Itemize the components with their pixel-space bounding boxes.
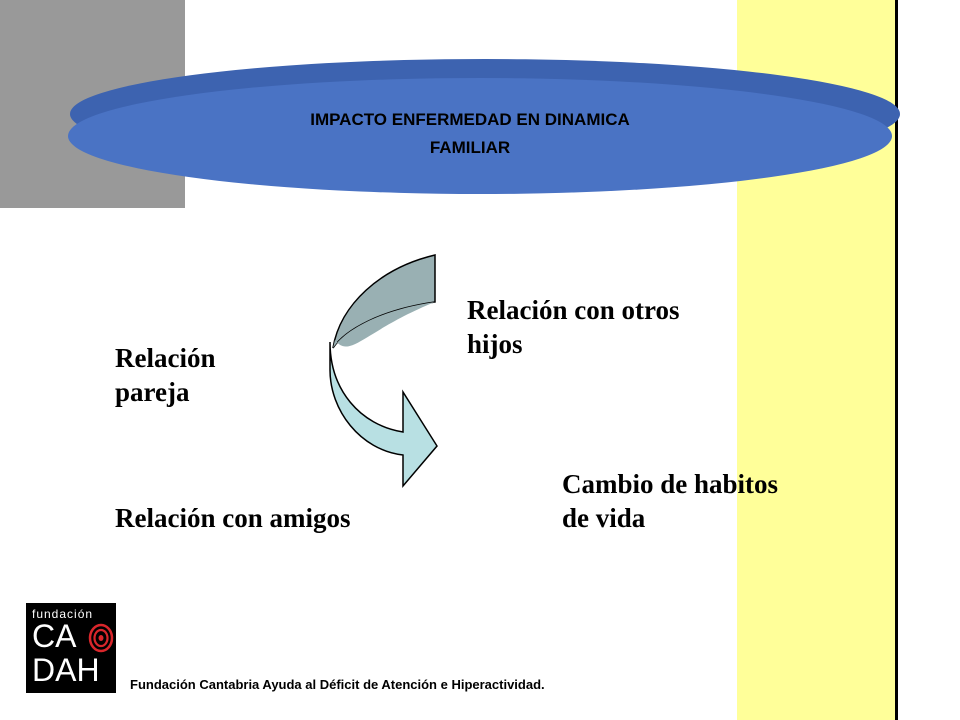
label-relacion-pareja: Relación pareja bbox=[115, 341, 275, 409]
label-habitos-line1: Cambio de habitos bbox=[562, 469, 779, 499]
logo-line1: CA bbox=[32, 618, 77, 654]
title-ellipse bbox=[68, 59, 900, 194]
spiral-icon bbox=[88, 623, 114, 653]
label-hijos-line1: Relación con otros bbox=[467, 295, 680, 325]
slide-title-line1: IMPACTO ENFERMEDAD EN DINAMICA bbox=[310, 110, 630, 129]
logo-line2: DAH bbox=[32, 652, 100, 688]
label-pareja-line1: Relación bbox=[115, 343, 216, 373]
footer-foundation-text: Fundación Cantabria Ayuda al Déficit de … bbox=[130, 677, 545, 692]
logo-fundacion-text: fundación bbox=[32, 607, 94, 621]
slide-title: IMPACTO ENFERMEDAD EN DINAMICA FAMILIAR bbox=[210, 106, 730, 162]
label-relacion-amigos: Relación con amigos bbox=[115, 503, 351, 533]
label-pareja-line2: pareja bbox=[115, 377, 190, 407]
label-habitos-line2: de vida bbox=[562, 503, 646, 533]
label-cambio-habitos: Cambio de habitos de vida bbox=[562, 467, 832, 535]
cadah-logo: fundación CA DAH bbox=[26, 603, 116, 693]
curved-arrow-icon bbox=[329, 254, 438, 489]
right-vertical-rule bbox=[895, 0, 898, 720]
label-hijos-line2: hijos bbox=[467, 329, 523, 359]
label-relacion-hijos: Relación con otros hijos bbox=[467, 293, 737, 361]
slide-title-line2: FAMILIAR bbox=[429, 138, 511, 157]
